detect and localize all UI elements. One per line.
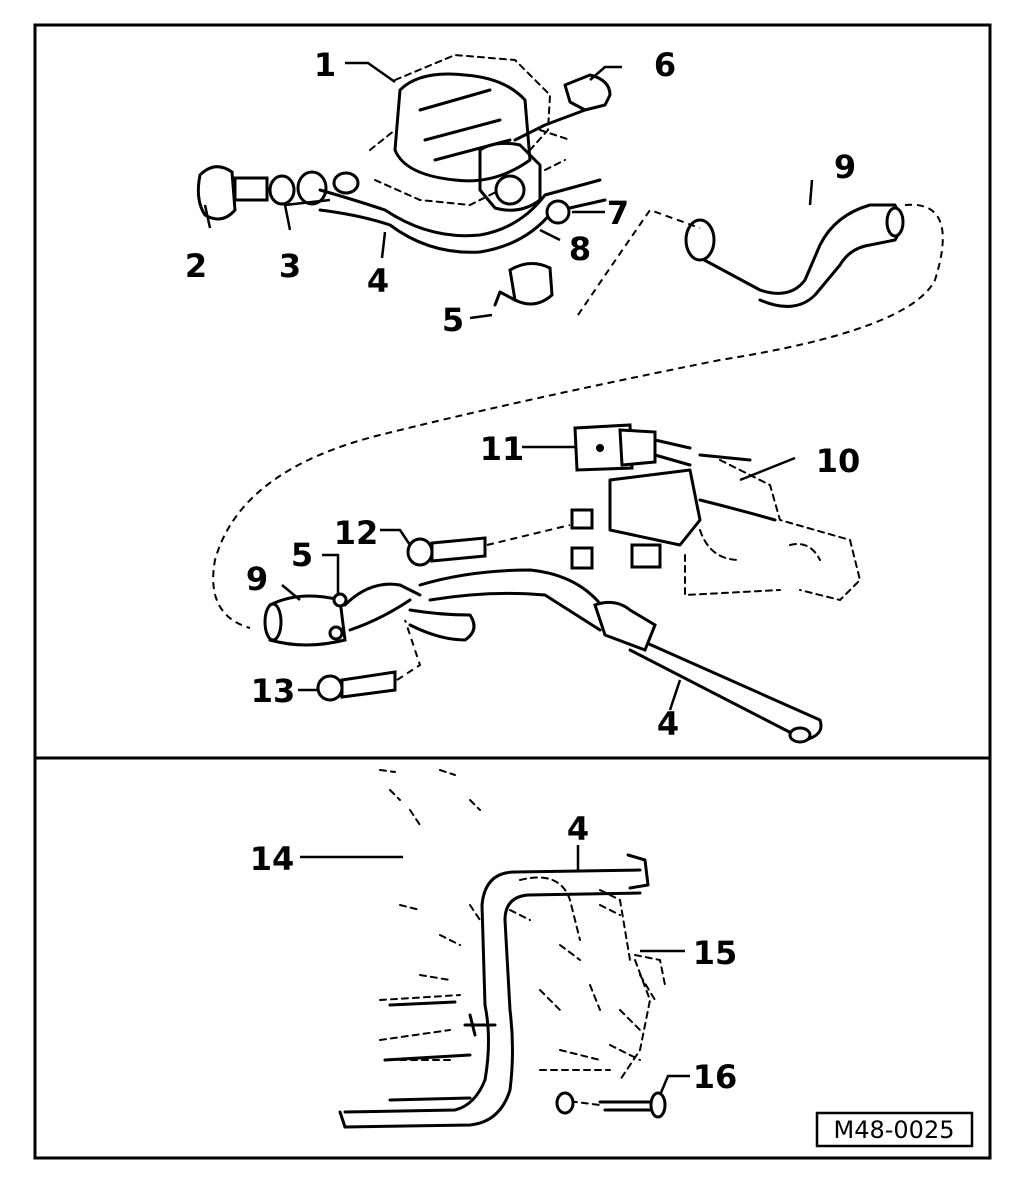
hose-end-4 bbox=[788, 726, 812, 744]
callout-4-upper: 4 bbox=[367, 262, 389, 300]
hose-4-lower bbox=[418, 568, 823, 742]
callout-5-upper: 5 bbox=[442, 301, 464, 339]
callout-8: 8 bbox=[569, 230, 591, 268]
callout-4-installed: 4 bbox=[567, 810, 589, 848]
fitting-15 bbox=[634, 954, 666, 1001]
solenoid-valve-11 bbox=[573, 423, 692, 472]
callout-labels: 1 6 2 3 4 7 8 5 9 11 10 12 5 9 13 4 14 4… bbox=[185, 46, 860, 1096]
callout-9-lower: 9 bbox=[246, 560, 268, 598]
clip-5-upper bbox=[493, 262, 554, 307]
pipe-fitting-6 bbox=[513, 73, 612, 142]
bracket-10 bbox=[570, 453, 862, 602]
bolt-13 bbox=[316, 619, 422, 702]
callout-2: 2 bbox=[185, 247, 207, 285]
connection-dashed-line bbox=[212, 203, 944, 629]
callout-10: 10 bbox=[816, 442, 861, 480]
diagram-frame bbox=[33, 23, 992, 1160]
hose-4-upper bbox=[318, 178, 607, 254]
callout-11: 11 bbox=[480, 430, 525, 468]
hose-9-upper bbox=[684, 203, 905, 308]
callout-7: 7 bbox=[607, 194, 629, 232]
callout-1: 1 bbox=[314, 46, 336, 84]
hose-9-lower bbox=[263, 582, 476, 647]
reference-code-box bbox=[815, 1111, 974, 1148]
hose-sleeve-4 bbox=[593, 600, 657, 652]
callout-14: 14 bbox=[250, 840, 295, 878]
callout-12: 12 bbox=[334, 514, 379, 552]
fitting-4-top bbox=[626, 853, 650, 890]
callout-13: 13 bbox=[251, 672, 296, 710]
leader-lines-upper bbox=[203, 61, 814, 711]
connection-dashed-short bbox=[577, 208, 701, 316]
callout-4-lower: 4 bbox=[657, 705, 679, 743]
engine-block-installed bbox=[379, 769, 652, 1106]
pump-assembly bbox=[369, 53, 571, 212]
callout-15: 15 bbox=[693, 934, 738, 972]
washer-3 bbox=[268, 170, 360, 206]
reference-code: M48-0025 bbox=[834, 1116, 955, 1144]
screw-16 bbox=[555, 1091, 667, 1119]
callout-6: 6 bbox=[654, 46, 676, 84]
callout-16: 16 bbox=[693, 1058, 738, 1096]
clip-5-lower bbox=[328, 592, 348, 641]
banjo-bolt-7 bbox=[494, 174, 571, 225]
callout-3: 3 bbox=[279, 247, 301, 285]
leader-lines-lower bbox=[300, 845, 690, 1096]
callout-5-lower: 5 bbox=[291, 536, 313, 574]
bolt-12 bbox=[406, 524, 571, 567]
hose-4-installed bbox=[343, 868, 642, 1129]
callout-9-upper: 9 bbox=[834, 148, 856, 186]
hose-4-installed-end bbox=[338, 1110, 347, 1129]
plug-2 bbox=[196, 165, 269, 221]
